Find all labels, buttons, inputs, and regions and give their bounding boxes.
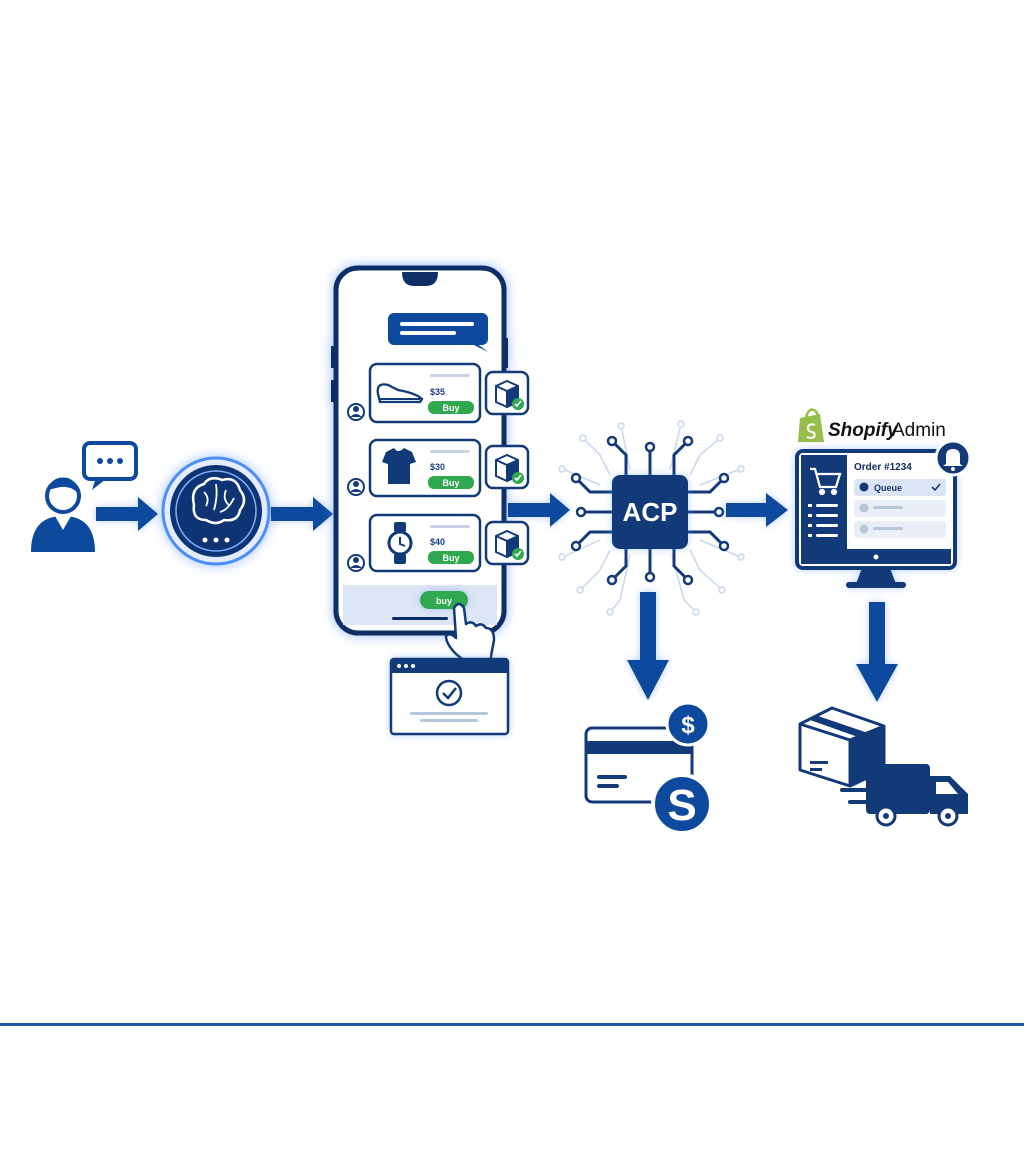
sidebar-menu <box>808 504 838 537</box>
product-card[interactable]: $40 Buy <box>368 513 482 573</box>
check-circle-icon <box>435 679 463 707</box>
shopify-logo <box>798 408 824 442</box>
buy-button[interactable] <box>428 401 474 414</box>
payment-processor-logo: S <box>651 773 713 835</box>
avatar <box>347 403 365 421</box>
arrow-acp-to-payment <box>627 592 669 700</box>
hand-pointer-icon <box>444 602 496 664</box>
watch-icon <box>387 522 413 564</box>
acp-chip: ACP <box>612 475 688 549</box>
arrow-phone-to-acp <box>508 493 570 527</box>
acp-label: ACP <box>623 497 678 527</box>
confirmation-window <box>389 657 510 736</box>
buy-button-label: Buy <box>442 553 459 563</box>
arrow-ai-to-phone <box>271 497 333 531</box>
footer-divider <box>0 1023 1024 1026</box>
notification-bell-icon[interactable] <box>934 439 972 477</box>
dollar-coin-icon: $ <box>665 701 711 747</box>
order-title: Order #1234 <box>854 462 912 473</box>
product-card[interactable]: $30 Buy <box>368 438 482 498</box>
order-row[interactable] <box>854 521 946 538</box>
buy-button-label: Buy <box>442 478 459 488</box>
queue-label: Queue <box>874 483 902 493</box>
delivery-truck-icon <box>840 764 968 827</box>
cart-icon <box>810 467 842 496</box>
sneaker-icon <box>376 383 424 404</box>
buy-button[interactable] <box>428 476 474 489</box>
order-row[interactable] <box>854 500 946 517</box>
processor-letter: S <box>667 781 696 830</box>
buy-button[interactable] <box>428 551 474 564</box>
product-price: $30 <box>430 462 445 472</box>
circuit-pins <box>576 441 724 580</box>
chat-bubble-icon <box>82 441 138 490</box>
package-check-icon <box>484 370 530 416</box>
arrow-user-to-ai <box>96 497 158 531</box>
order-row-queue[interactable]: Queue <box>854 479 946 496</box>
avatar <box>347 554 365 572</box>
product-price: $35 <box>430 387 445 397</box>
package-check-icon <box>484 444 530 490</box>
circuit-nodes <box>570 435 730 586</box>
ai-brain-icon <box>161 456 271 566</box>
tshirt-icon <box>382 448 416 484</box>
shopify-brand: Shopify <box>828 420 899 441</box>
avatar <box>347 478 365 496</box>
user-icon <box>31 477 95 552</box>
checkout-buy-label: buy <box>436 596 452 606</box>
product-price: $40 <box>430 537 445 547</box>
ai-message-bubble <box>388 313 488 352</box>
package-check-icon <box>484 520 530 566</box>
circuit-traces <box>558 420 745 616</box>
arrow-shopify-to-delivery <box>856 602 898 702</box>
shopify-admin-suffix: Admin <box>892 420 946 441</box>
buy-button-label: Buy <box>442 403 459 413</box>
dollar-symbol: $ <box>681 712 695 739</box>
product-card[interactable]: $35 Buy <box>368 362 482 424</box>
arrow-acp-to-shopify <box>726 493 788 527</box>
